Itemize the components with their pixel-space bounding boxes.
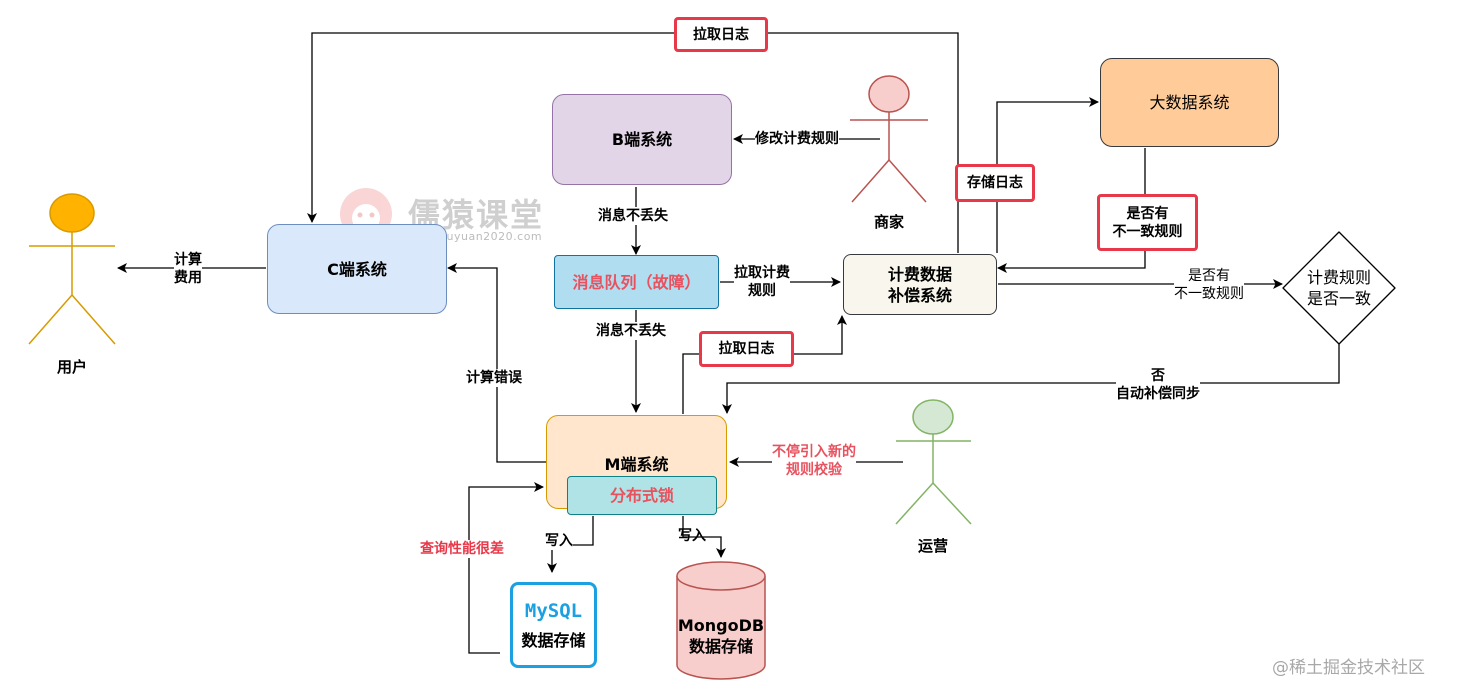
auto-sync-line1: 否 — [1151, 368, 1165, 384]
c-system-label: C端系统 — [327, 259, 387, 279]
mongodb-label-box: MongoDB 数据存储 — [677, 612, 765, 660]
inconsistent-rules-box-label: 是否有 不一致规则 — [1097, 194, 1198, 251]
billing-compensation-line2: 补偿系统 — [887, 285, 952, 305]
distributed-lock-node: 分布式锁 — [567, 476, 717, 515]
new-rules-line2: 规则校验 — [786, 462, 842, 478]
decision-node: 计费规则 是否一致 — [1290, 266, 1388, 310]
billing-compensation-node: 计费数据 补偿系统 — [843, 254, 997, 315]
edge-decision-to-m — [722, 343, 1340, 414]
operations-actor-icon — [895, 399, 972, 525]
edge-m-to-mongo — [682, 516, 726, 558]
calc-error-label: 计算错误 — [466, 369, 522, 387]
inconsistent-box-line1: 是否有 — [1126, 205, 1169, 222]
write-mysql-label: 写入 — [545, 532, 573, 550]
pull-billing-rules-line1: 拉取计费 — [734, 265, 790, 281]
pull-log-top-label: 拉取日志 — [674, 17, 768, 52]
inconsistent-box-line2: 不一致规则 — [1112, 223, 1183, 240]
auto-sync-line2: 自动补偿同步 — [1116, 386, 1200, 402]
operations-label: 运营 — [917, 537, 948, 555]
mysql-subtitle: 数据存储 — [521, 631, 586, 650]
decision-line1: 计费规则 — [1306, 268, 1371, 287]
msg-no-loss-label-2: 消息不丢失 — [596, 322, 666, 340]
store-log-label: 存储日志 — [955, 164, 1035, 202]
mysql-node: MySQL 数据存储 — [510, 582, 597, 668]
pull-log-mid-label: 拉取日志 — [699, 331, 794, 367]
b-system-label: B端系统 — [611, 130, 673, 149]
edge-bigdata-to-billing — [997, 148, 1146, 273]
inconsistent-line2: 不一致规则 — [1174, 286, 1244, 302]
merchant-label: 商家 — [873, 213, 904, 231]
edge-pull-log-top — [307, 32, 959, 253]
c-system-node: C端系统 — [267, 224, 447, 314]
mongodb-cylinder — [676, 561, 766, 680]
m-system-label: M端系统 — [604, 455, 669, 474]
b-system-node: B端系统 — [552, 94, 732, 185]
edge-store-log — [996, 97, 1099, 253]
auto-sync-label: 否 自动补偿同步 — [1116, 367, 1200, 403]
message-queue-label: 消息队列（故障） — [572, 272, 701, 292]
mongodb-line2: 数据存储 — [688, 637, 753, 656]
big-data-node: 大数据系统 — [1100, 58, 1279, 147]
query-slow-label: 查询性能很差 — [420, 540, 504, 558]
message-queue-node: 消息队列（故障） — [554, 255, 719, 309]
merchant-actor-icon — [850, 75, 928, 203]
pull-billing-rules-line2: 规则 — [748, 283, 776, 299]
user-label: 用户 — [56, 358, 87, 376]
new-rules-label: 不停引入新的 规则校验 — [772, 443, 856, 479]
decision-line2: 是否一致 — [1306, 289, 1371, 308]
edge-m-to-c — [447, 263, 546, 463]
mongodb-line1: MongoDB — [677, 616, 765, 635]
mysql-title: MySQL — [524, 600, 583, 622]
msg-no-loss-label-1: 消息不丢失 — [598, 207, 668, 225]
edge-mysql-to-m — [468, 482, 544, 654]
write-mongo-label: 写入 — [678, 528, 706, 544]
pull-billing-rules-label: 拉取计费 规则 — [734, 264, 790, 300]
modify-rules-label: 修改计费规则 — [755, 130, 839, 148]
distributed-lock-label: 分布式锁 — [609, 486, 674, 505]
decision-diamond — [1282, 231, 1396, 345]
inconsistent-rules-label: 是否有 不一致规则 — [1174, 267, 1244, 303]
user-actor-icon — [28, 193, 116, 345]
calc-fee-line1: 计算 — [174, 252, 202, 268]
new-rules-line1: 不停引入新的 — [772, 444, 856, 460]
billing-compensation-line1: 计费数据 — [887, 264, 952, 284]
calc-fee-line2: 费用 — [174, 270, 202, 286]
calc-fee-label: 计算 费用 — [174, 251, 202, 287]
big-data-label: 大数据系统 — [1149, 93, 1230, 112]
footer-watermark: @稀土掘金技术社区 — [1272, 658, 1425, 678]
inconsistent-line1: 是否有 — [1188, 268, 1230, 284]
